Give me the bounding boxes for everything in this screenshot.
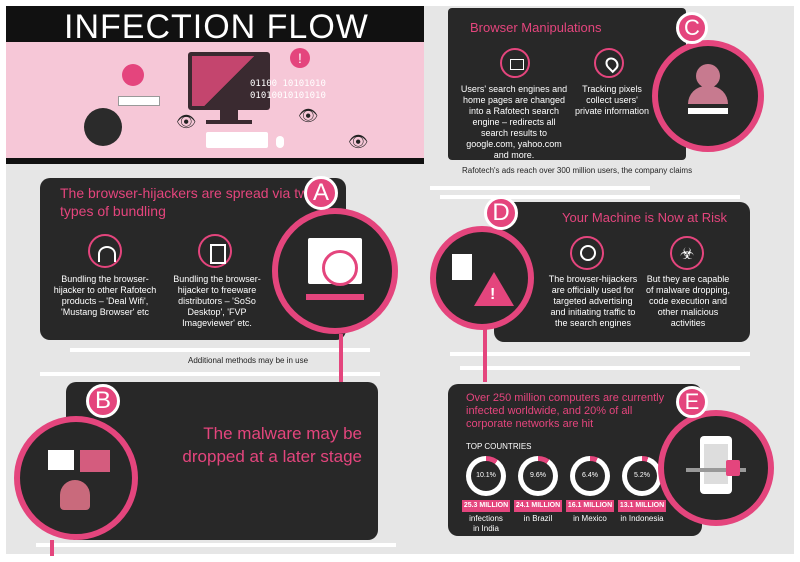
badge-e: E [676, 386, 708, 418]
download-icon [48, 450, 74, 470]
country-donut: 9.6% [518, 456, 558, 496]
search-icon [570, 236, 604, 270]
eye-icon: 👁 [298, 108, 319, 125]
country-count-pill: 16.1 MILLION [566, 500, 614, 512]
divider [440, 195, 740, 199]
country-caption: in Brazil [523, 514, 553, 523]
country-count-pill: 25.3 MILLION [462, 500, 510, 512]
phone-illustration [658, 410, 774, 526]
binary-code: 01100 10101010 01010010101010 [250, 78, 326, 102]
section-e-heading: Over 250 million computers are currently… [466, 392, 665, 430]
location-pin-icon [594, 48, 624, 78]
mouse-icon [276, 136, 284, 148]
search-bar-icon [118, 96, 160, 106]
binary-line: 01100 10101010 [250, 79, 326, 89]
download-illustration [14, 416, 138, 540]
browser-icon [500, 48, 530, 78]
hacker-illustration [652, 40, 764, 152]
section-a-note: Additional methods may be in use [188, 356, 309, 365]
section-a-heading: The browser-hijackers are spread via two… [60, 185, 316, 219]
section-c-panel: Browser Manipulations Users' search engi… [448, 8, 686, 160]
user-icon [60, 480, 90, 510]
risk-illustration: ! [430, 226, 534, 330]
divider [430, 186, 650, 190]
top-countries-label: TOP COUNTRIES [466, 442, 532, 451]
connector-line [483, 312, 487, 382]
lock-icon [122, 64, 144, 86]
badge-d: D [484, 196, 518, 230]
section-c-heading: Browser Manipulations [470, 20, 602, 35]
badge-b: B [86, 384, 120, 418]
country-donut: 10.1% [466, 456, 506, 496]
virus-scan-illustration [272, 208, 398, 334]
section-d-heading: Your Machine is Now at Risk [562, 210, 727, 225]
country-count-pill: 13.1 MILLION [618, 500, 666, 512]
section-b-heading: The malware may be dropped at a later st… [182, 424, 362, 466]
country-donut: 5.2% [622, 456, 662, 496]
bomb-icon [84, 108, 122, 146]
badge-c: C [676, 12, 708, 44]
alert-icon: ! [290, 48, 310, 68]
section-d-text-1: The browser-hijackers are officially use… [548, 274, 638, 328]
country-percent: 5.2% [627, 461, 657, 491]
eye-icon: 👁 [176, 114, 197, 131]
divider [460, 366, 740, 370]
binary-line: 01010010101010 [250, 91, 326, 101]
section-a-text-2: Bundling the browser-hijacker to freewar… [173, 274, 261, 328]
country-percent: 6.4% [575, 461, 605, 491]
connector-line [339, 334, 343, 388]
country-percent: 10.1% [471, 461, 501, 491]
section-c-text-2: Tracking pixels collect users' private i… [574, 84, 650, 116]
wifi-icon [88, 234, 122, 268]
divider [70, 348, 370, 352]
divider [450, 352, 750, 356]
country-percent: 9.6% [523, 461, 553, 491]
eye-icon: 👁 [348, 134, 369, 151]
title-bar: INFECTION FLOW [6, 6, 424, 46]
monitor-icon [188, 52, 270, 110]
section-c-note: Rafotech's ads reach over 300 million us… [462, 166, 693, 175]
country-caption: in Mexico [573, 514, 607, 523]
magnifier-icon [322, 250, 358, 286]
header-bottom-bar [6, 158, 424, 164]
page-title: INFECTION FLOW [64, 8, 369, 46]
divider [36, 543, 396, 547]
warning-icon [474, 272, 514, 306]
divider [40, 372, 380, 376]
country-count-pill: 24.1 MILLION [514, 500, 562, 512]
biohazard-icon: ☣ [670, 236, 704, 270]
skull-document-icon [452, 254, 472, 280]
country-caption: in Indonesia [620, 514, 664, 523]
window-icon [80, 450, 110, 472]
connector-line [50, 540, 54, 556]
shield-icon [726, 460, 740, 476]
section-a-text-1: Bundling the browser-hijacker to other R… [53, 274, 157, 317]
section-d-panel: Your Machine is Now at Risk ☣ The browse… [494, 202, 750, 342]
hacker-icon [696, 64, 720, 88]
keyboard-icon [206, 132, 268, 148]
section-c-text-1: Users' search engines and home pages are… [460, 84, 568, 160]
country-donut: 6.4% [570, 456, 610, 496]
chain-icon [686, 468, 746, 472]
header-illustration: ! 👁 👁 👁 01100 10101010 01010010101010 [6, 40, 424, 162]
section-d-text-2: But they are capable of malware dropping… [645, 274, 731, 328]
badge-a: A [304, 176, 338, 210]
building-icon [198, 234, 232, 268]
